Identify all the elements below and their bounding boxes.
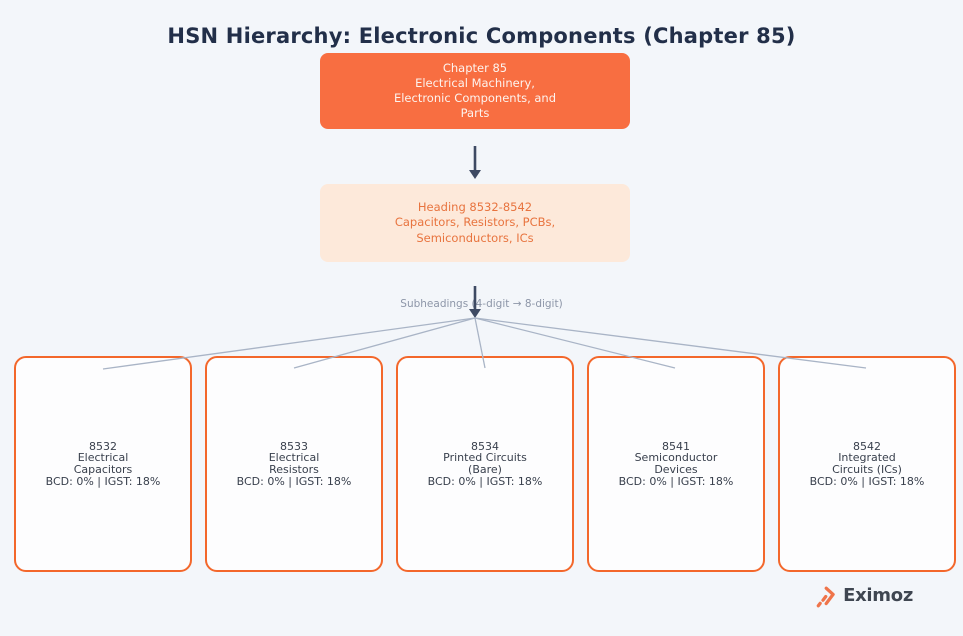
subheading-box-text: 8532 Electrical Capacitors BCD: 0% | IGS… — [45, 439, 161, 488]
subheading-rates: BCD: 0% | IGST: 18% — [45, 474, 161, 488]
chapter-box: Chapter 85 Electrical Machinery, Electro… — [320, 53, 630, 129]
subheading-box-8532: 8532 Electrical Capacitors BCD: 0% | IGS… — [14, 356, 192, 572]
heading-box-line: Capacitors, Resistors, PCBs, — [394, 215, 556, 230]
subheading-box-text: 8534 Printed Circuits (Bare) BCD: 0% | I… — [427, 439, 543, 488]
subheading-name-line: (Bare) — [468, 463, 502, 476]
subheading-code: 8534 — [471, 439, 499, 453]
subheading-name-line: Printed Circuits — [443, 451, 527, 465]
subheading-rates: BCD: 0% | IGST: 18% — [236, 474, 352, 488]
chapter-box-line: Electrical Machinery, — [415, 75, 535, 90]
heading-box-line: Semiconductors, ICs — [416, 230, 534, 245]
subheading-box-text: 8542 Integrated Circuits (ICs) BCD: 0% |… — [809, 439, 925, 488]
page-title: HSN Hierarchy: Electronic Components (Ch… — [167, 24, 796, 48]
subheading-code: 8533 — [280, 439, 308, 453]
subheading-name-line: Capacitors — [73, 463, 133, 476]
chapter-box-line: Electronic Components, and — [393, 91, 557, 105]
subheadings-label: Subheadings (4-digit → 8-digit) — [400, 298, 563, 310]
subheading-box-8541: 8541 Semiconductor Devices BCD: 0% | IGS… — [587, 356, 765, 572]
heading-box: Heading 8532-8542 Capacitors, Resistors,… — [320, 184, 630, 262]
subheading-rates: BCD: 0% | IGST: 18% — [809, 474, 925, 488]
chapter-box-line: Chapter 85 — [442, 60, 508, 75]
subheading-name-line: Electrical — [77, 451, 129, 465]
subheading-box-8534: 8534 Printed Circuits (Bare) BCD: 0% | I… — [396, 356, 574, 572]
arrow-down-head — [469, 170, 481, 179]
subheading-name-line: Circuits (ICs) — [832, 463, 902, 476]
subheading-code: 8542 — [853, 439, 881, 453]
arrow-down-head — [469, 309, 481, 318]
subheading-box-8542: 8542 Integrated Circuits (ICs) BCD: 0% |… — [778, 356, 956, 572]
subheading-code: 8541 — [662, 439, 690, 453]
heading-box-line: Heading 8532-8542 — [417, 200, 533, 215]
subheading-name-line: Resistors — [269, 463, 319, 476]
subheading-box-text: 8533 Electrical Resistors BCD: 0% | IGST… — [236, 439, 352, 488]
chapter-box-line: Parts — [460, 106, 490, 121]
growth-arrow-icon — [816, 586, 835, 608]
subheading-code: 8532 — [89, 439, 117, 453]
subheading-name-line: Semiconductor — [634, 451, 718, 465]
subheading-name-line: Devices — [654, 463, 698, 476]
subheading-name-line: Integrated — [838, 451, 896, 465]
subheading-name-line: Electrical — [268, 451, 320, 465]
subheading-box-text: 8541 Semiconductor Devices BCD: 0% | IGS… — [618, 439, 734, 488]
logo-text: Eximoz — [843, 584, 913, 606]
subheading-rates: BCD: 0% | IGST: 18% — [427, 474, 543, 488]
subheading-rates: BCD: 0% | IGST: 18% — [618, 474, 734, 488]
logo: Eximoz — [812, 580, 913, 610]
subheading-box-8533: 8533 Electrical Resistors BCD: 0% | IGST… — [205, 356, 383, 572]
